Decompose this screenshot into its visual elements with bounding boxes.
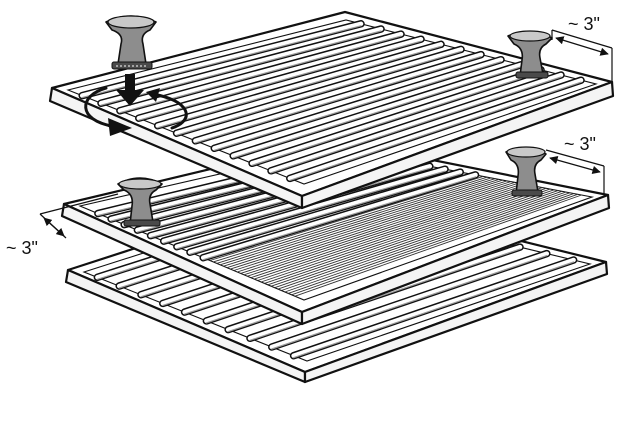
shelf-slat-shade (202, 176, 477, 261)
top-shelf (48, 10, 615, 210)
dense-slat-line (216, 177, 492, 264)
top-shelf-inner-rim (66, 19, 598, 185)
spacing-label-top-right: ~ 3" (568, 14, 600, 34)
dense-slat-line (237, 181, 515, 273)
dense-slat-line (213, 176, 488, 263)
arrow-down-icon (116, 74, 144, 106)
dense-slat-line (233, 181, 511, 271)
shelf-slat-shade (251, 71, 542, 166)
dense-slat-line (284, 192, 570, 293)
dense-slat-line (291, 193, 578, 296)
dense-slat-line (281, 191, 567, 291)
bottom-shelf-front-edge (303, 260, 609, 384)
spacer-peg-middle-right (505, 146, 547, 197)
shelf-slat-highlight (174, 166, 448, 249)
dense-slat-line (230, 180, 507, 270)
shelf-slat-highlight (291, 257, 576, 358)
dense-slat-line (257, 186, 539, 281)
shelf-slat-shade (176, 50, 462, 136)
dense-slat-line (243, 183, 523, 276)
dense-slat-line (264, 187, 547, 284)
shelf-slat-shade (270, 76, 562, 174)
dense-slat-line (247, 184, 527, 277)
shelf-slat-highlight (230, 62, 524, 159)
rotate-arrows-icon (84, 86, 188, 136)
shelf-slat-shade (232, 66, 522, 159)
shelf-slat-highlight (268, 72, 564, 174)
middle-shelf-front-edge (300, 193, 611, 326)
spacing-label-middle-right: ~ 3" (564, 134, 596, 154)
dense-slat-line (288, 193, 574, 294)
spacing-dimension-top-right: ~ 3" (551, 14, 613, 82)
shelf-slat-highlight (98, 26, 384, 106)
shelf-slat-shade (293, 261, 575, 359)
spacer-peg-middle-left (117, 177, 163, 227)
shelf-slat-shade (271, 255, 548, 350)
shelf-slat-highlight (269, 251, 550, 350)
shelf-slat-shade (138, 40, 422, 121)
spacing-dimension-middle-left: ~ 3" (6, 193, 119, 258)
dense-slat-line (267, 188, 551, 286)
dense-slat-line (219, 178, 496, 266)
dense-slat-line (271, 189, 555, 287)
dense-slat-line (294, 194, 582, 297)
dense-slat-line (250, 184, 531, 279)
shelf-slat-highlight (155, 42, 444, 128)
shelf-slat-shade (194, 55, 482, 144)
shelf-slat-highlight (193, 52, 484, 144)
shelf-slat-shade (189, 173, 461, 255)
dense-slat-line (226, 179, 504, 269)
dense-slat-line (240, 182, 519, 274)
shelf-slat-highlight (174, 47, 464, 136)
spacing-label-middle-left: ~ 3" (6, 238, 38, 258)
dense-slat-line (209, 175, 484, 261)
spacing-dimension-middle-right: ~ 3" (545, 134, 605, 194)
shelf-slat-highlight (249, 67, 544, 166)
top-shelf-front-edge (300, 80, 615, 210)
shelf-slat-highlight (287, 77, 584, 181)
shelf-slat-highlight (200, 172, 478, 260)
shelf-slat-highlight (212, 57, 504, 151)
shelf-slat-shade (289, 81, 582, 181)
shelf-slat-shade (157, 45, 442, 129)
dense-slat-line (260, 187, 543, 283)
dense-slat-line (277, 190, 563, 290)
top-shelf-slats (78, 20, 585, 183)
shelf-slat-highlight (187, 169, 463, 255)
shelf-slat-shade (213, 61, 502, 151)
spacer-peg-top-left (105, 15, 157, 70)
dense-slat-line (254, 185, 535, 280)
middle-shelf-dense-slats (209, 175, 582, 297)
dense-slat-line (274, 190, 559, 289)
shelf-slat-shade (119, 35, 402, 114)
shelf-slat-shade (249, 248, 521, 341)
shelf-slat-highlight (136, 36, 424, 121)
shelf-slat-shade (176, 170, 446, 250)
dense-slat-line (223, 178, 500, 267)
spacer-peg-top-right (507, 30, 553, 79)
